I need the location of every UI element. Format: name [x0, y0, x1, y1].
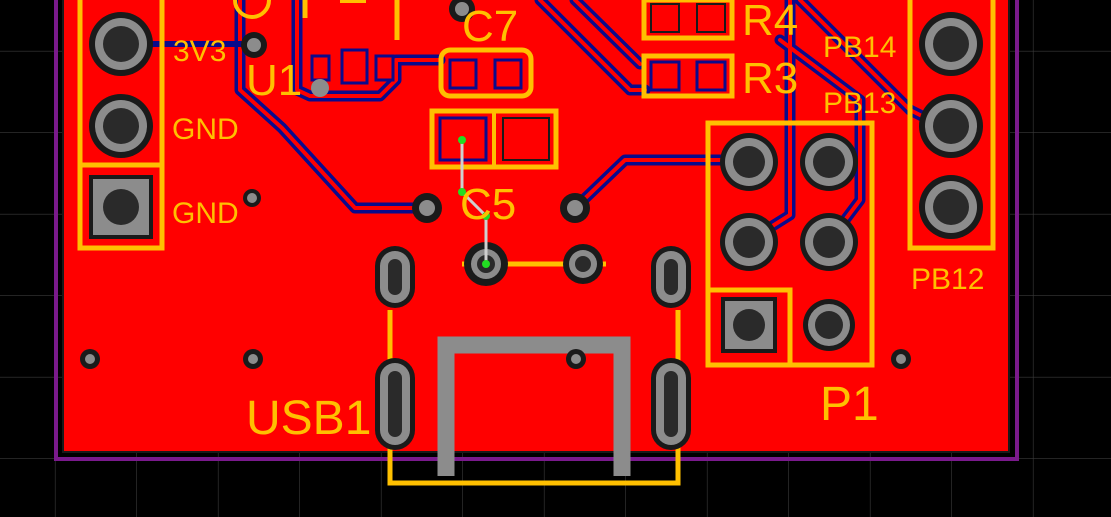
usb-mount-pad[interactable] [651, 246, 691, 308]
footprint-usb1[interactable] [375, 246, 691, 486]
designator-c7: C7 [462, 2, 518, 51]
header-pin-square[interactable] [89, 175, 153, 239]
p1-pin[interactable] [803, 299, 855, 351]
designator-u1: U1 [246, 56, 302, 105]
p1-pin[interactable] [720, 213, 778, 271]
silkscreen-labels: U1 C7 C5 R4 R3 USB1 P1 3V3 GND GND PB14 … [172, 0, 984, 445]
via[interactable] [449, 0, 475, 22]
via[interactable] [412, 193, 442, 223]
footprint-c5[interactable] [429, 108, 559, 170]
designator-p1: P1 [820, 378, 879, 431]
copper-pour-outline [62, 0, 1010, 453]
net-label-3v3: 3V3 [173, 35, 226, 68]
header-pin[interactable] [919, 175, 983, 239]
via[interactable] [243, 189, 261, 207]
p1-pin[interactable] [800, 133, 858, 191]
p1-pin[interactable] [800, 213, 858, 271]
header-pin[interactable] [919, 12, 983, 76]
via[interactable] [563, 244, 603, 284]
via[interactable] [80, 349, 100, 369]
via[interactable] [560, 193, 590, 223]
board-outline [54, 0, 1019, 461]
footprint-r3[interactable] [641, 53, 735, 99]
net-label-pb12: PB12 [911, 263, 984, 296]
via[interactable] [566, 349, 586, 369]
via[interactable] [241, 32, 267, 58]
p1-pin[interactable] [720, 133, 778, 191]
net-label-pb13: PB13 [823, 87, 896, 120]
ratsnest-lines [458, 136, 490, 268]
header-left [77, 0, 165, 251]
designator-usb1: USB1 [246, 392, 371, 445]
header-right [907, 0, 996, 251]
designator-r3: R3 [742, 54, 798, 103]
designator-c5: C5 [460, 180, 516, 229]
usb-mount-pad[interactable] [651, 358, 691, 450]
net-label-gnd: GND [172, 197, 239, 230]
net-label-pb14: PB14 [823, 31, 896, 64]
p1-pin-square[interactable] [721, 297, 777, 353]
designator-r4: R4 [742, 0, 798, 45]
footprint-u1[interactable] [233, 0, 400, 97]
net-label-gnd: GND [172, 113, 239, 146]
header-pin[interactable] [919, 94, 983, 158]
footprint-c7[interactable] [438, 47, 534, 99]
via[interactable] [891, 349, 911, 369]
header-pin[interactable] [89, 12, 153, 76]
footprint-r4[interactable] [641, 0, 735, 41]
usb-mount-pad[interactable] [375, 358, 415, 450]
via[interactable] [243, 349, 263, 369]
footprint-p1[interactable] [705, 120, 875, 368]
usb-mount-pad[interactable] [375, 246, 415, 308]
header-pin[interactable] [89, 94, 153, 158]
